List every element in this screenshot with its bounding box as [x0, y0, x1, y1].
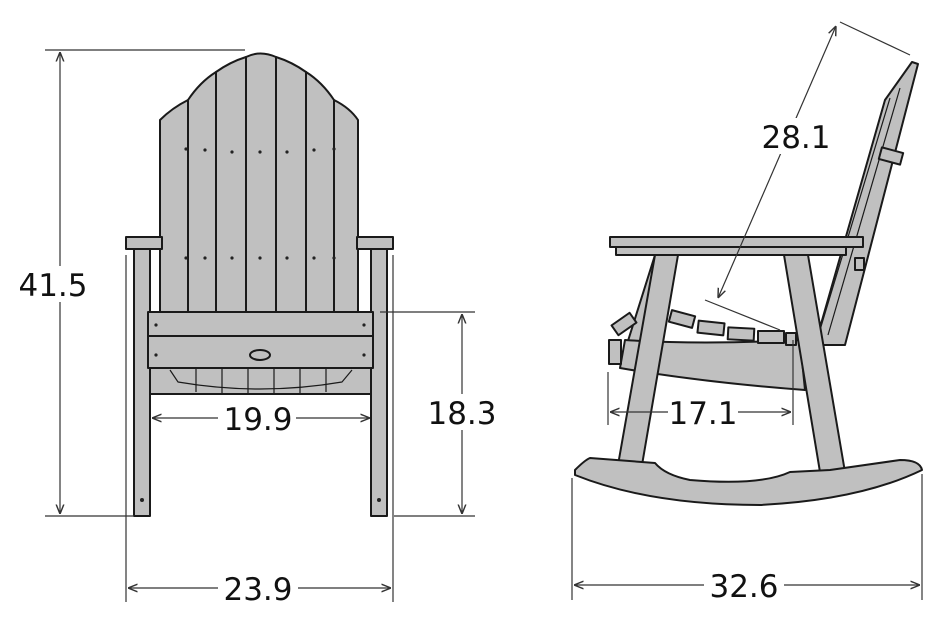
dim-overall-depth: 32.6 — [571, 474, 923, 605]
dim-label-23-9: 23.9 — [223, 572, 292, 608]
lower-seat — [149, 367, 372, 395]
dim-seat-width: 19.9 — [152, 400, 370, 438]
dim-label-18-3: 18.3 — [427, 396, 496, 432]
dim-overall-height: 41.5 — [15, 49, 245, 517]
right-leg — [370, 248, 388, 517]
armrest-bottom — [615, 246, 847, 256]
armrest-top — [609, 236, 864, 248]
dim-label-32-6: 32.6 — [709, 569, 778, 605]
seat-side — [619, 339, 806, 391]
dim-seat-height: 18.3 — [380, 311, 502, 517]
dim-label-28-1: 28.1 — [761, 120, 830, 156]
dim-label-19-9: 19.9 — [223, 402, 292, 438]
rocker — [574, 457, 923, 506]
front-apron-top — [147, 311, 374, 337]
dim-label-17-1: 17.1 — [668, 396, 737, 432]
dim-overall-width: 23.9 — [125, 255, 394, 608]
left-leg — [133, 248, 151, 517]
front-view-chair — [125, 52, 394, 517]
slat-screws — [184, 147, 336, 260]
seat-slats — [667, 309, 797, 346]
dim-seat-depth: 17.1 — [607, 340, 794, 432]
handle-hole — [249, 349, 271, 361]
dim-back-height: 28.1 — [704, 21, 911, 331]
left-arm — [125, 236, 163, 250]
dim-label-41-5: 41.5 — [18, 268, 87, 304]
back-slats — [159, 52, 359, 313]
side-view-chair — [574, 61, 923, 506]
right-arm — [356, 236, 394, 250]
